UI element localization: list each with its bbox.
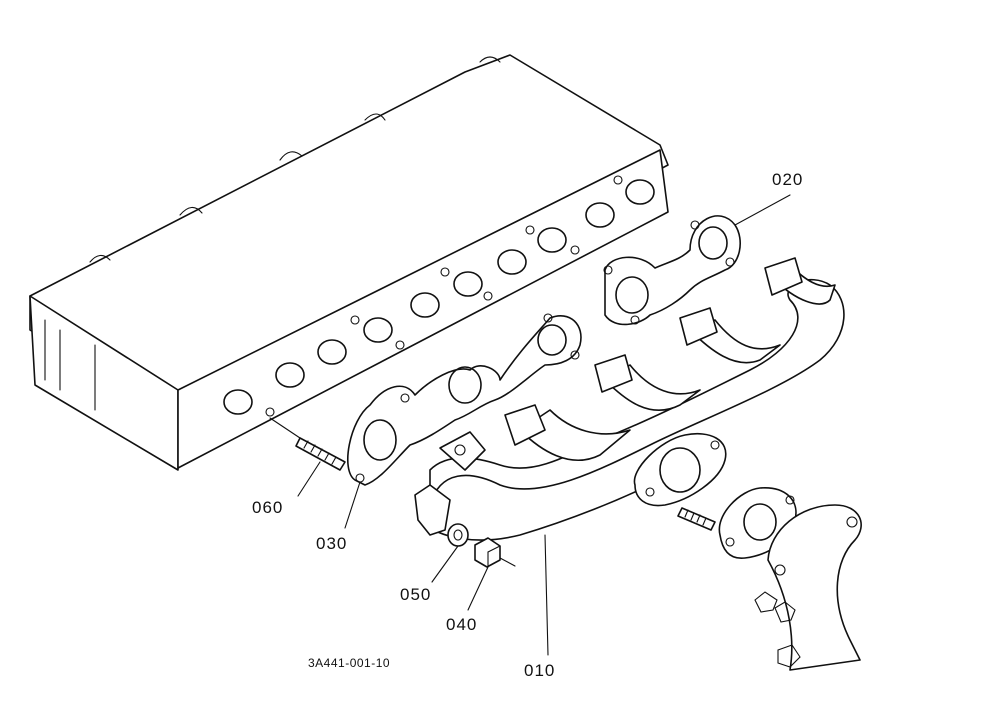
nut-040: [467, 537, 516, 611]
callout-060: 060: [252, 498, 284, 517]
gasket-030: [344, 313, 582, 529]
callout-010: 010: [524, 661, 556, 680]
callout-050: 050: [400, 585, 432, 604]
head-ports: [223, 175, 655, 417]
callout-030: 030: [316, 534, 348, 553]
gasket-020: [603, 194, 791, 326]
washer-050: [431, 523, 469, 583]
callout-020: 020: [772, 170, 804, 189]
stud-060: [269, 417, 346, 497]
callout-040: 040: [446, 615, 478, 634]
outlet-pipe-assembly: [677, 487, 862, 671]
cylinder-head: [29, 54, 669, 471]
exhaust-manifold-010: [414, 257, 845, 656]
figure-code: 3A441-001-10: [308, 656, 391, 670]
